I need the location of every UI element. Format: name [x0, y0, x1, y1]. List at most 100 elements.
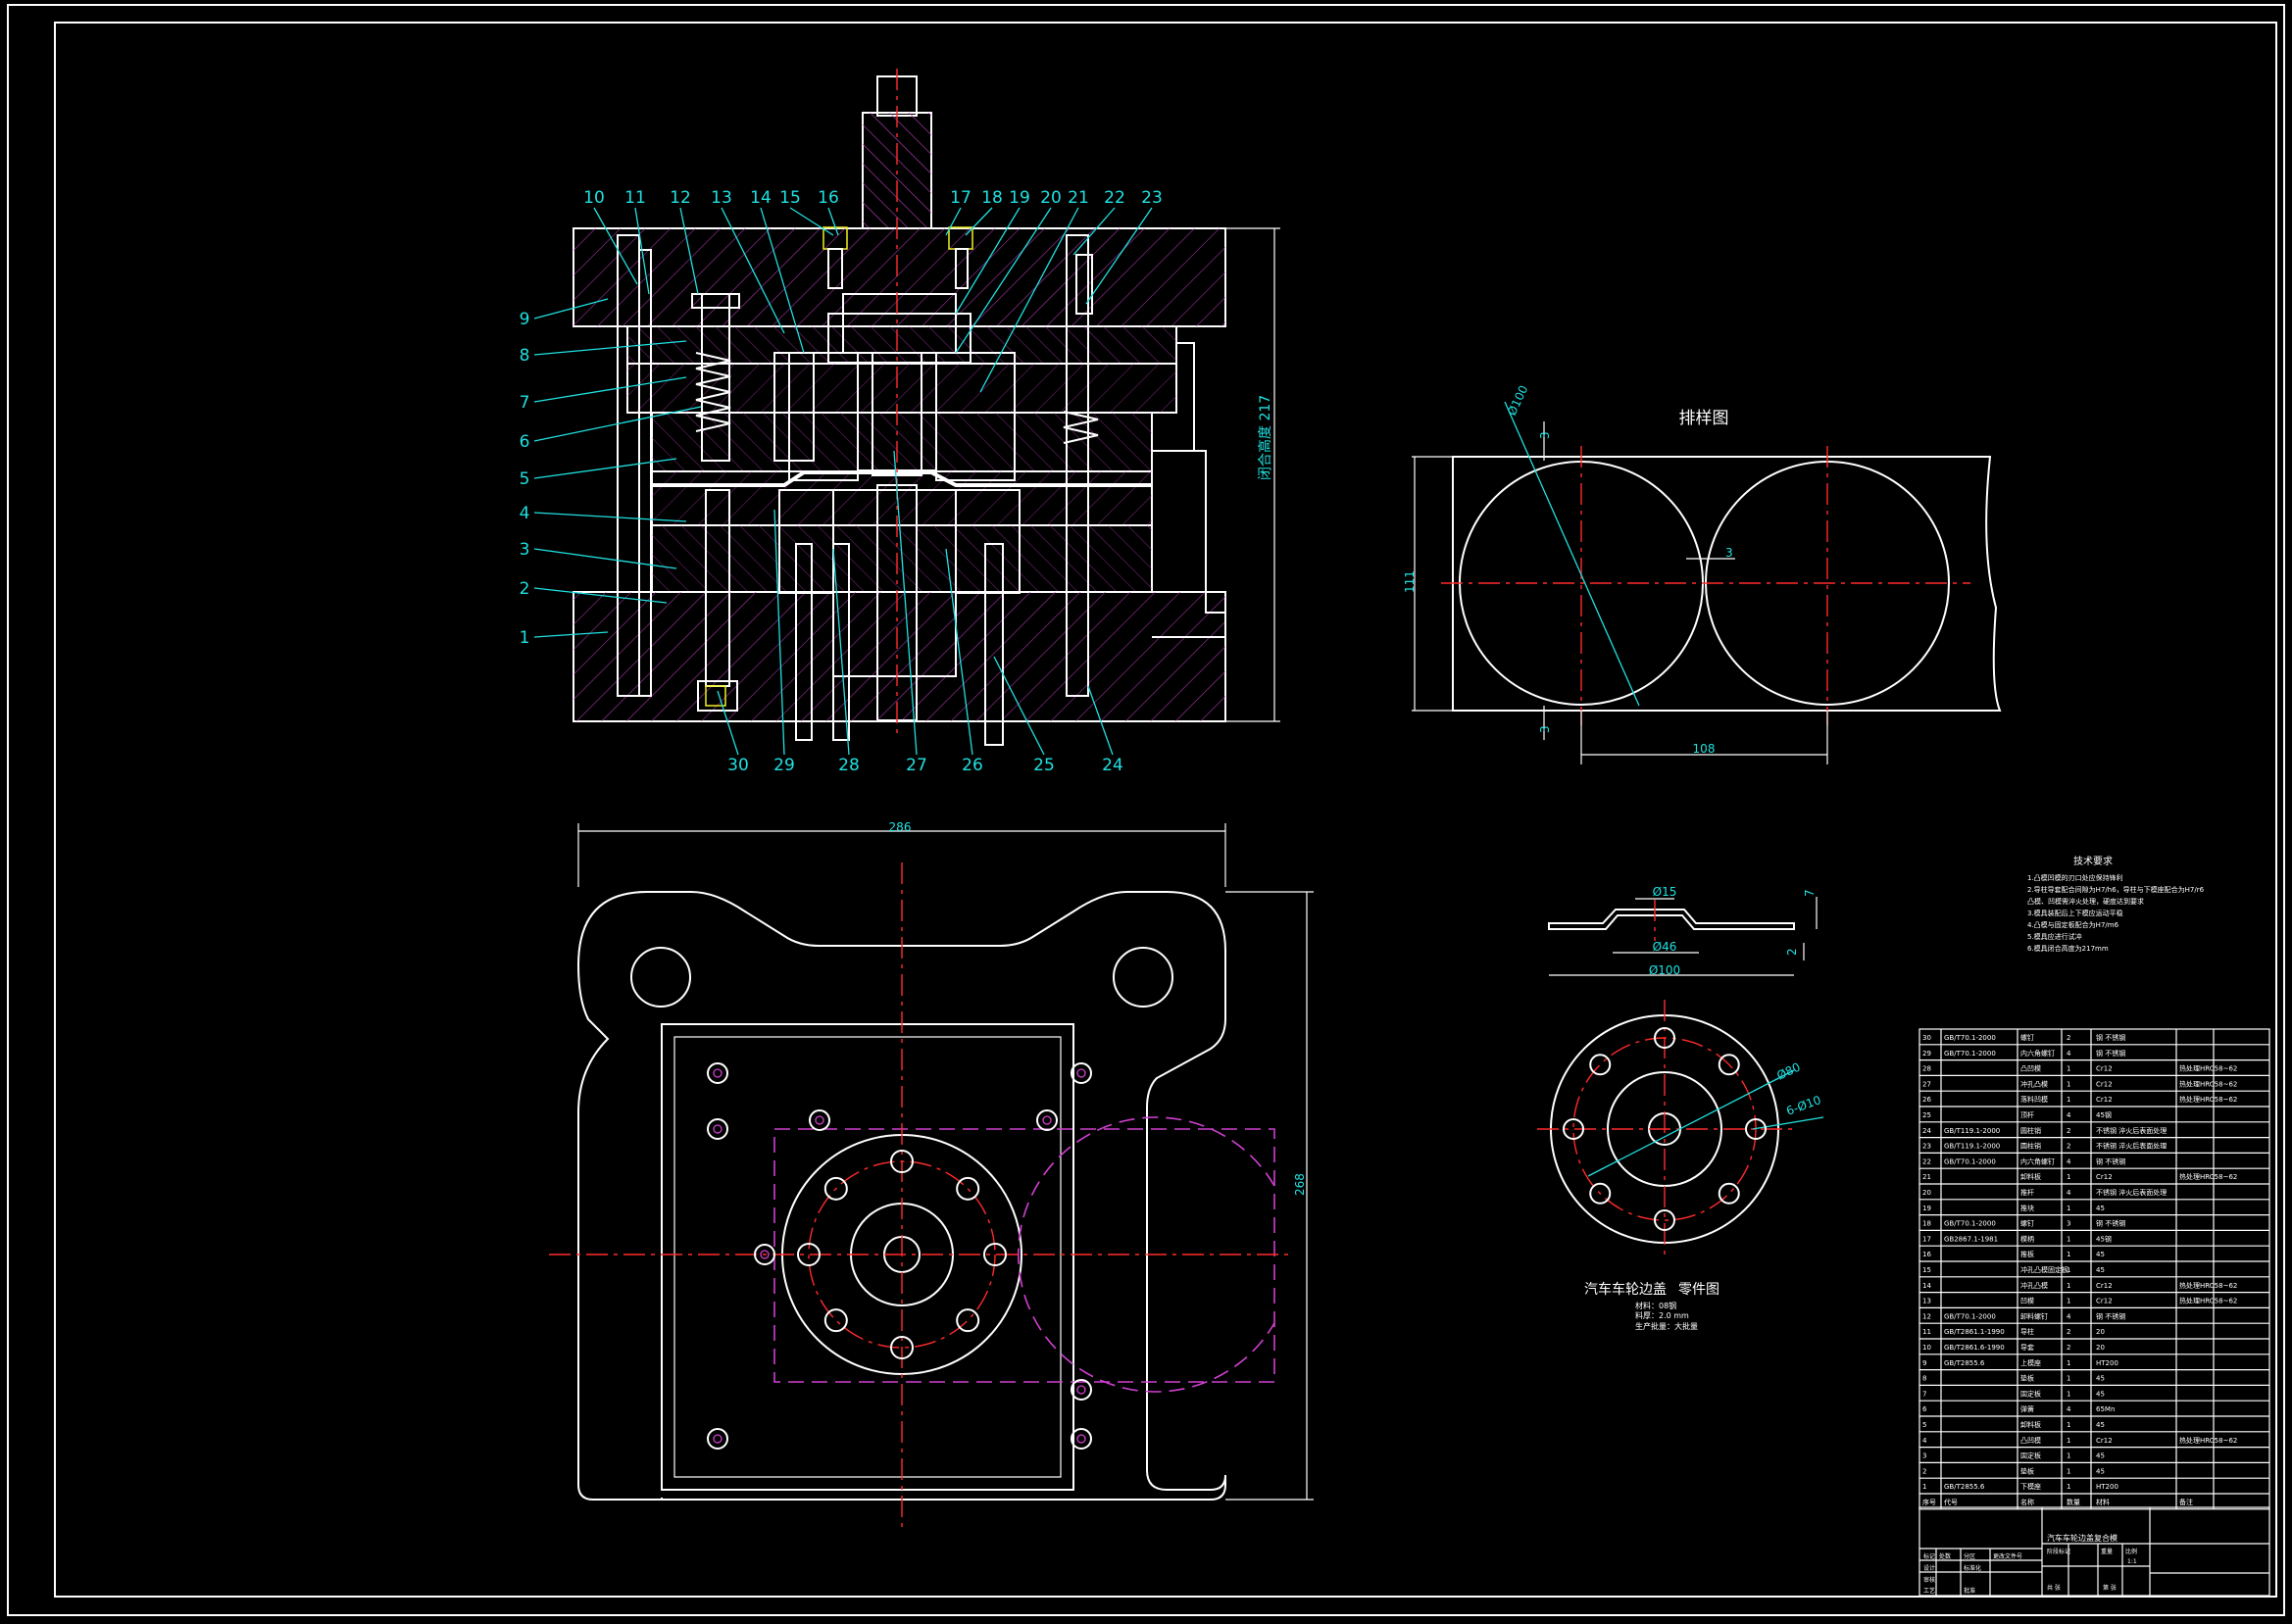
bom-cell: 4 — [2067, 1405, 2071, 1413]
balloon-label: 8 — [520, 346, 530, 366]
bom-cell: 1 — [2067, 1205, 2070, 1212]
hole-circle — [809, 1109, 830, 1131]
bolt-hole — [983, 1243, 1007, 1266]
bom-cell: 45钢 — [2096, 1234, 2112, 1243]
bolt-hole — [890, 1150, 914, 1173]
bom-cell: 钢 不锈钢 — [2096, 1033, 2125, 1042]
balloon-label: 1 — [520, 628, 530, 648]
bom-cell: 45钢 — [2096, 1110, 2112, 1119]
part-h7-dim: 7 — [1803, 889, 1817, 897]
closed-height-dim: 闭合高度 217 — [1257, 395, 1273, 480]
bom-cell: 45 — [2096, 1452, 2105, 1460]
bom-cell: 3 — [1922, 1452, 1926, 1460]
bom-cell: 65Mn — [2096, 1405, 2115, 1413]
bolt-hole — [823, 1308, 848, 1333]
bom-cell: 29 — [1922, 1050, 1931, 1058]
bom-cell: 14 — [1922, 1282, 1931, 1290]
bom-header: 名称 — [2020, 1498, 2034, 1506]
bom-cell: 热处理HRC58~62 — [2179, 1172, 2237, 1181]
bom-cell: 热处理HRC58~62 — [2179, 1064, 2237, 1073]
part-holes — [1563, 1027, 1767, 1231]
bom-cell: 圆柱销 — [2020, 1126, 2041, 1135]
bom-cell: 1 — [2067, 1266, 2070, 1274]
tech-note: 5.模具应进行试冲 — [2027, 932, 2082, 941]
balloon-label: 13 — [711, 188, 732, 208]
balloon-label: 21 — [1068, 188, 1089, 208]
balloon-label: 16 — [818, 188, 839, 208]
nesting-title: 排样图 — [1679, 409, 1729, 428]
balloon-label: 30 — [727, 756, 749, 775]
tb-scale: 1:1 — [2127, 1558, 2137, 1565]
bom-cell: 13 — [1922, 1298, 1931, 1305]
bom-cell: GB/T2855.6 — [1944, 1359, 1985, 1367]
bom-cell: 螺钉 — [2020, 1219, 2034, 1228]
tb-label-design: 设计 — [1923, 1564, 1935, 1572]
bom-header: 备注 — [2179, 1498, 2193, 1506]
part-note-3: 生产批量：大批量 — [1635, 1321, 1698, 1331]
bom-cell: 不锈钢 淬火后表面处理 — [2096, 1126, 2167, 1135]
balloon-label: 27 — [906, 756, 927, 775]
bom-cell: 45 — [2096, 1266, 2105, 1274]
bom-cell: GB/T70.1-2000 — [1944, 1034, 1996, 1042]
bom-cell: Cr12 — [2096, 1298, 2113, 1305]
bom-cell: 25 — [1922, 1111, 1931, 1119]
tb-label-change: 更改文件号 — [1993, 1552, 2022, 1560]
bom-cell: 4 — [2067, 1050, 2071, 1058]
bom-cell: 21 — [1922, 1173, 1931, 1181]
bom-cell: Cr12 — [2096, 1282, 2113, 1290]
bom-cell: 20 — [1922, 1189, 1931, 1197]
part-hole — [1654, 1027, 1675, 1049]
hole-circle — [707, 1428, 728, 1450]
bom-cell: 4 — [2067, 1312, 2071, 1320]
nest-pitch-dim: 108 — [1693, 742, 1716, 756]
hole-center — [1076, 1434, 1086, 1444]
bom-header: 材料 — [2096, 1498, 2110, 1506]
bom-cell: 钢 不锈钢 — [2096, 1311, 2125, 1320]
bom-cell: 热处理HRC58~62 — [2179, 1095, 2237, 1104]
bom-cell: 19 — [1922, 1205, 1931, 1212]
bom-cell: GB/T2855.6 — [1944, 1483, 1985, 1491]
bom-cell: Cr12 — [2096, 1096, 2113, 1104]
inner-frame — [54, 22, 2277, 1598]
balloon-label: 3 — [520, 540, 530, 560]
bom-cell: 30 — [1922, 1034, 1931, 1042]
bom-cell: GB/T70.1-2000 — [1944, 1312, 1996, 1320]
part-h2-dim: 2 — [1785, 948, 1799, 956]
bom-cell: 45 — [2096, 1251, 2105, 1258]
hole-circle — [1071, 1379, 1092, 1401]
bom-cell: 1 — [2067, 1235, 2070, 1243]
nest-gap-top: 3 — [1538, 431, 1552, 439]
bom-cell: 26 — [1922, 1096, 1931, 1104]
tb-label-review: 审核 — [1923, 1576, 1935, 1584]
plan-height-dim: 268 — [1293, 1173, 1307, 1196]
balloon-label: 24 — [1102, 756, 1123, 775]
tech-note: 凸模、凹模需淬火处理，硬度达到要求 — [2027, 897, 2144, 906]
tb-label-sheet: 第 张 — [2103, 1584, 2117, 1592]
part-d15-dim: Ø15 — [1653, 885, 1677, 899]
bom-cell: GB/T2861.6-1990 — [1944, 1344, 2005, 1352]
bom-cell: 推杆 — [2020, 1188, 2034, 1197]
bom-cell: 20 — [2096, 1328, 2105, 1336]
bom-cell: 热处理HRC58~62 — [2179, 1297, 2237, 1305]
bom-cell: 固定板 — [2020, 1452, 2041, 1460]
balloon-label: 14 — [750, 188, 772, 208]
tech-note: 6.模具闭合高度为217mm — [2027, 944, 2109, 953]
bom-cell: 5 — [1922, 1421, 1926, 1429]
section-view — [573, 69, 1280, 746]
bom-cell: 不锈钢 淬火后表面处理 — [2096, 1188, 2167, 1197]
tb-label-process: 工艺 — [1923, 1587, 1935, 1595]
hole-circle — [707, 1118, 728, 1140]
tech-notes: 1.凸模凹模的刃口处应保持锋利2.导柱导套配合间隙为H7/h6，导柱与下模座配合… — [2027, 873, 2205, 953]
bom-cell: 导柱 — [2020, 1327, 2034, 1336]
bom-header: 序号 — [1922, 1498, 1936, 1506]
hole-center — [1076, 1068, 1086, 1078]
bom-cell: 28 — [1922, 1065, 1931, 1073]
bom-cell: 卸料螺钉 — [2020, 1311, 2048, 1320]
plan-width-dim: 286 — [889, 820, 912, 834]
bom-cell: 热处理HRC58~62 — [2179, 1281, 2237, 1290]
bom-cell: 卸料板 — [2020, 1420, 2041, 1429]
bom-cell: 凹模 — [2020, 1297, 2034, 1305]
bom-cell: 45 — [2096, 1421, 2105, 1429]
bom-header: 代号 — [1944, 1498, 1958, 1506]
bom-cell: 导套 — [2020, 1343, 2034, 1352]
